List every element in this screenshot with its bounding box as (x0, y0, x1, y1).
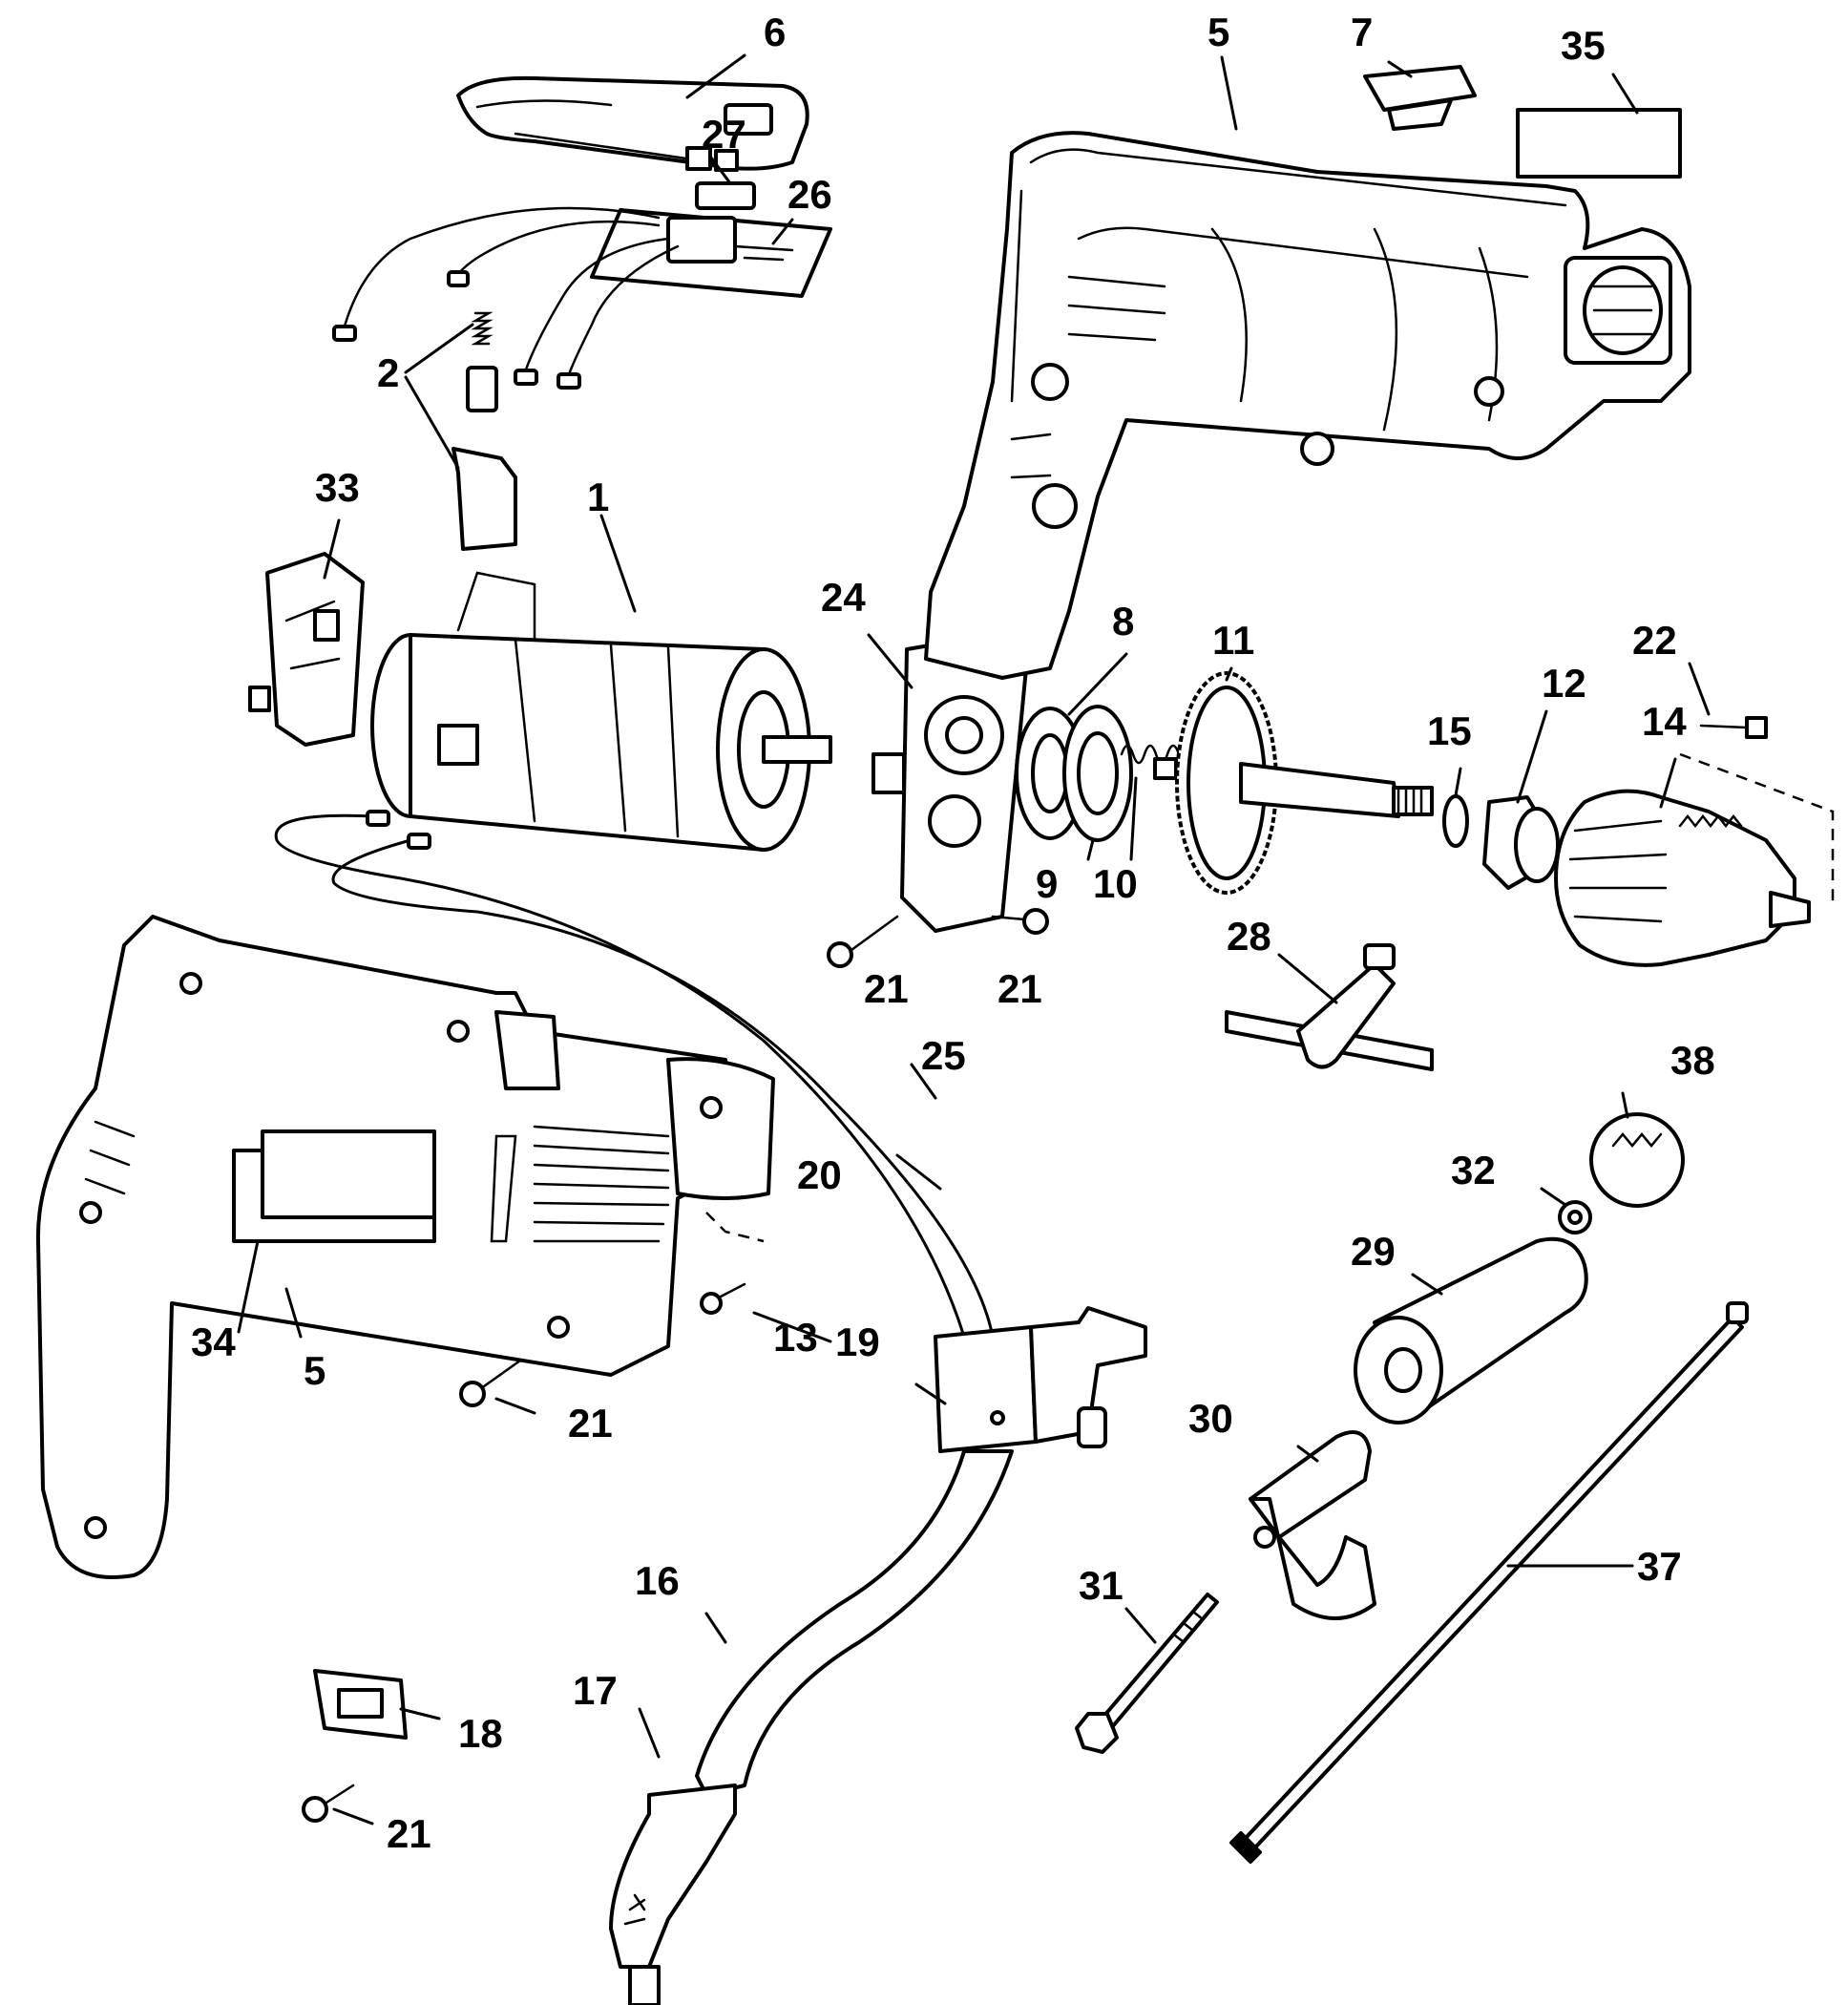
callout-30: 30 (1188, 1396, 1233, 1441)
callout-5-top: 5 (1208, 10, 1229, 54)
callout-26: 26 (788, 172, 832, 217)
seal-part (1482, 795, 1560, 890)
callout-10: 10 (1093, 861, 1138, 906)
callout-33: 33 (315, 465, 360, 510)
callout-2: 2 (377, 350, 399, 395)
callout-34: 34 (191, 1319, 236, 1364)
callout-21-switch: 21 (568, 1401, 613, 1446)
callout-21-left: 21 (864, 966, 909, 1011)
callout-21-clamp: 21 (387, 1811, 431, 1856)
handle-part (1354, 1236, 1588, 1425)
cover-part (456, 75, 809, 172)
brush-holder-cap-part (248, 552, 365, 747)
callout-22: 22 (1632, 618, 1677, 663)
screw-21-parts (302, 908, 1049, 1823)
callout-32: 32 (1451, 1148, 1496, 1192)
callout-6: 6 (764, 10, 786, 54)
switch-part (934, 1306, 1147, 1453)
callout-8: 8 (1112, 599, 1134, 644)
circuit-board-part (332, 181, 832, 390)
clamp-part (1249, 1430, 1376, 1620)
bearing-ring-part (1062, 705, 1133, 842)
callout-28: 28 (1227, 914, 1271, 959)
screw-22-part (1679, 716, 1835, 907)
callout-13: 13 (773, 1315, 818, 1360)
drill-chuck-part (1554, 789, 1811, 967)
spring-washer-part (1153, 757, 1178, 780)
nut-part (1558, 1200, 1592, 1235)
callout-17: 17 (573, 1668, 618, 1713)
bolt-part (1075, 1593, 1219, 1754)
callout-27: 27 (702, 112, 746, 157)
cord-wire-part (331, 838, 995, 1339)
callout-38: 38 (1670, 1038, 1715, 1083)
callout-11: 11 (1212, 618, 1254, 663)
rod-part (1229, 1301, 1749, 1864)
callout-1: 1 (587, 475, 609, 519)
brush-assembly-part (452, 311, 517, 551)
callout-24: 24 (821, 575, 866, 620)
leader-lines (237, 53, 1711, 1826)
callout-16: 16 (635, 1558, 680, 1603)
spur-gear-part (1175, 671, 1434, 895)
callout-25: 25 (921, 1033, 966, 1078)
callout-9: 9 (1036, 861, 1058, 906)
callout-labels: 5 5 6 7 35 27 26 2 33 1 24 8 11 9 10 22 … (191, 10, 1715, 1856)
callout-15: 15 (1427, 708, 1472, 753)
callout-35: 35 (1561, 23, 1606, 68)
callout-37: 37 (1637, 1544, 1682, 1589)
drill-housing-bottom-part (35, 915, 775, 1579)
label-plate-part (1516, 108, 1682, 179)
strain-relief-part (609, 1783, 737, 2005)
callout-7: 7 (1351, 10, 1373, 54)
callout-5-bottom: 5 (304, 1348, 326, 1393)
lead-wire-part (274, 813, 980, 1377)
slide-part (1363, 65, 1477, 131)
drill-housing-top-part (924, 131, 1691, 680)
cord-clamp-part (313, 1669, 408, 1740)
depth-stop-part (1589, 1112, 1685, 1208)
callout-20: 20 (797, 1152, 842, 1197)
callout-12: 12 (1542, 661, 1586, 706)
motor-armature-part (370, 571, 832, 852)
callout-21-right: 21 (998, 966, 1042, 1011)
cord-part (695, 1449, 1014, 1797)
callout-14: 14 (1642, 699, 1687, 744)
callout-29: 29 (1351, 1229, 1396, 1274)
small-washer-part (1442, 794, 1469, 848)
callout-31: 31 (1079, 1563, 1124, 1608)
chuck-key-part (1225, 943, 1434, 1071)
callout-19: 19 (835, 1319, 880, 1364)
callout-18: 18 (458, 1711, 503, 1756)
